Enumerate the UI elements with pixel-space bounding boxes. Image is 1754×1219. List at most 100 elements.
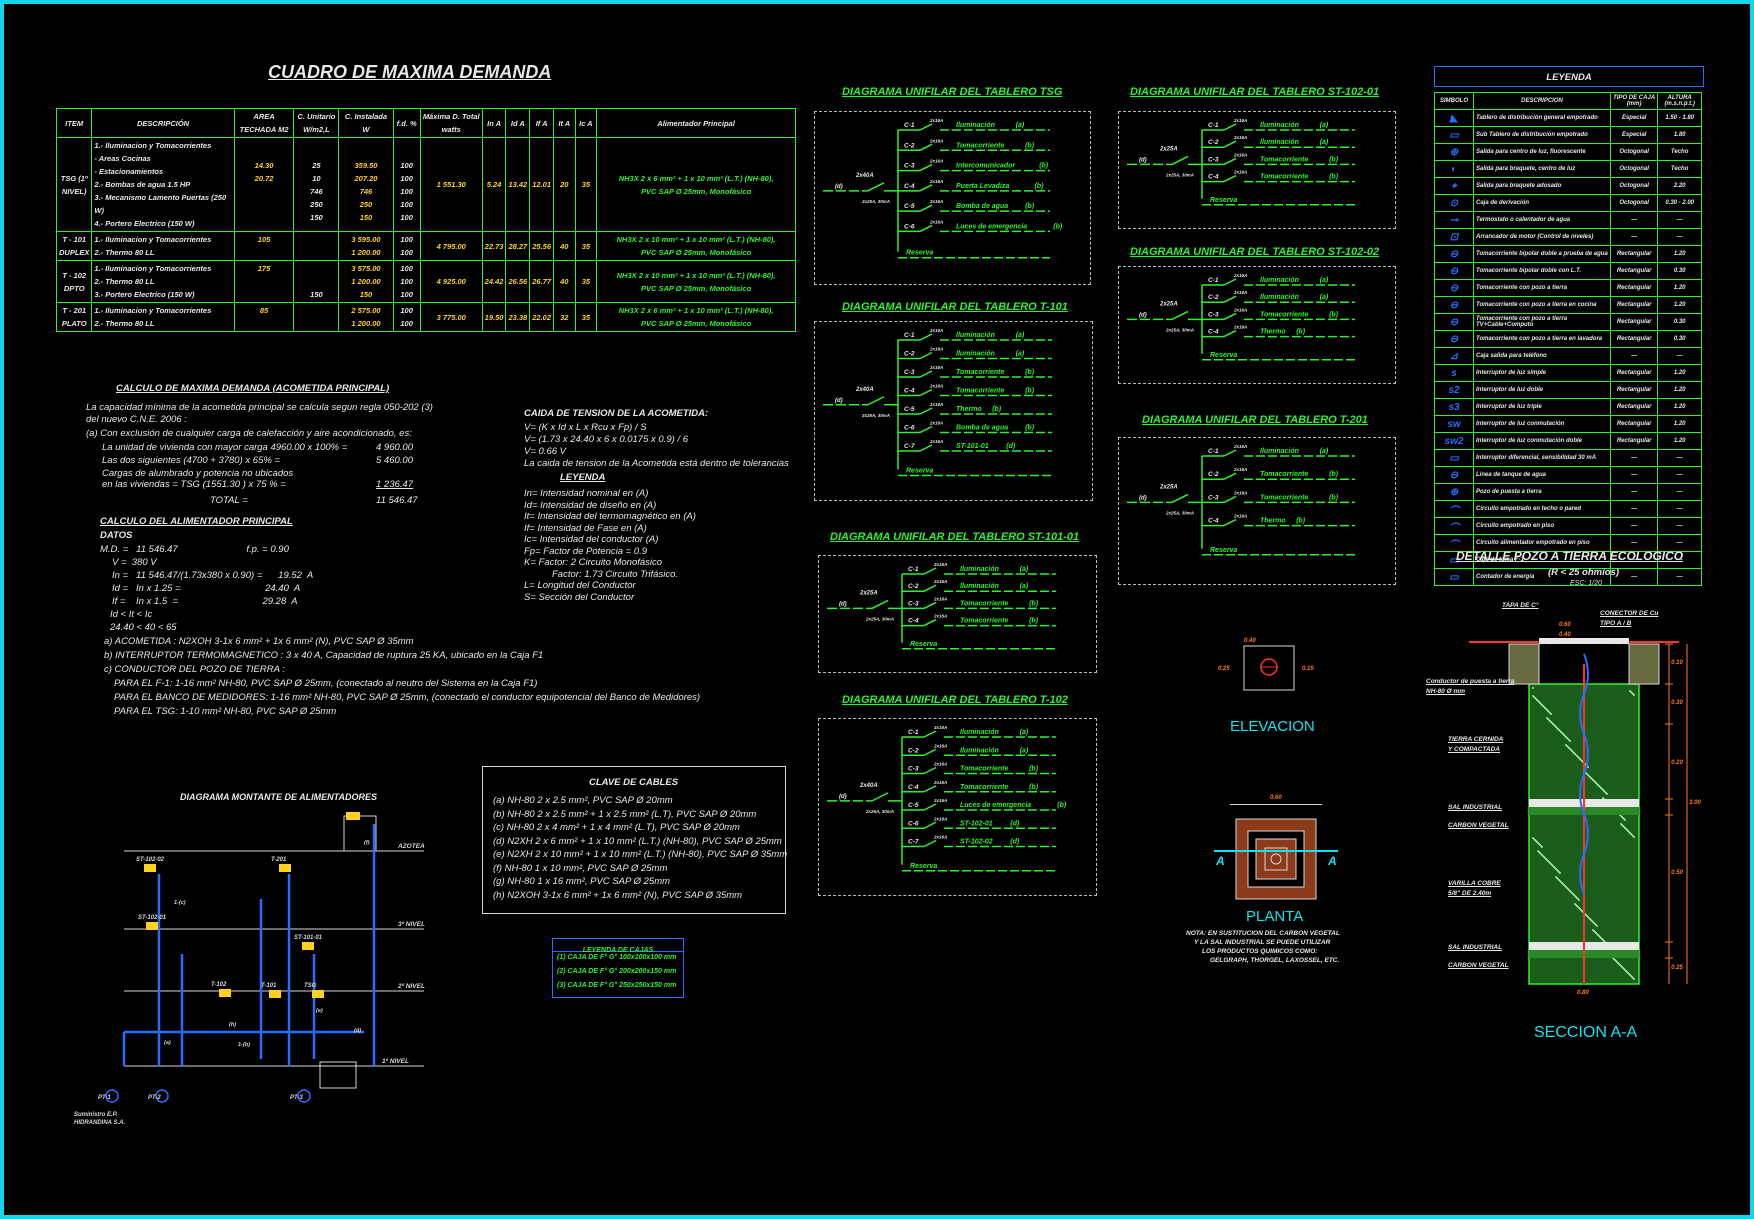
demand-header-cell: Máxima D. Total watts: [419, 108, 483, 138]
demand-area-line: [237, 211, 292, 224]
sld-breaker-label: 2x16A: [1233, 273, 1247, 278]
sld-circuit-id: C-3: [1208, 311, 1219, 318]
demand-area-line: [237, 317, 292, 330]
legend-box-cell: —: [1609, 228, 1659, 246]
sld-circuit-code: (a): [1320, 122, 1329, 129]
legend-symbol-cell: ⊖: [1434, 296, 1474, 314]
sld-breaker-label: 2x16A: [929, 118, 943, 123]
ground-well-label: CARBON VEGETAL: [1448, 822, 1509, 829]
demand-feeder-line: PVC SAP Ø 25mm, Monofásico: [640, 319, 752, 328]
sld-circuit-code: (d): [1010, 820, 1020, 827]
sld-circuit-name: Iluminación: [960, 747, 999, 754]
demand-desc-line: 1.- Iluminacion y Tomacorrientes: [94, 235, 212, 244]
supplier-label: HIDRANDINA S.A.: [74, 1120, 125, 1126]
datos-line: V = 380 V: [112, 557, 157, 568]
soil-speck: [1532, 837, 1534, 839]
sld-circuit-name: Iluminación: [1260, 448, 1299, 455]
sld-breaker-label: 2x16A: [929, 179, 943, 184]
demand-desc-line: 1.- Iluminacion y Tomacorrientes: [94, 264, 212, 273]
demand-fd-line: 100: [400, 319, 413, 328]
riser-panel: [144, 864, 156, 872]
soil-speck: [1546, 717, 1548, 719]
voltage-drop-line: V= (K x Id x L x Rcu x Fp) / S: [524, 422, 647, 433]
legend-row: ⊕Salida para centro de luz, fluorescente…: [1434, 143, 1702, 161]
demand-header-cell: Id A: [505, 108, 531, 138]
sld-reserve-label: Reserva: [906, 250, 933, 257]
sld-main-breaker-label: 2x25A: [1159, 484, 1178, 490]
legend-box-cell: —: [1609, 568, 1659, 586]
demand-area-cell: 105: [233, 231, 295, 261]
legend-desc-cell: Salida para centro de luz, fluorescente: [1473, 143, 1611, 161]
sld-breaker: [919, 407, 933, 415]
section-frame-right: [1628, 643, 1660, 685]
sld-breaker: [923, 567, 937, 575]
sld-reserve-label: Reserva: [1210, 197, 1237, 204]
legend-desc-cell: Interruptor de luz simple: [1473, 364, 1611, 382]
legend-symbol-cell: s2: [1434, 381, 1474, 399]
sld-drawing: (d)2x25AC-12x16AIluminación(a)C-22x16ATo…: [1127, 444, 1355, 556]
sld-circuit-code: (b): [1329, 174, 1339, 181]
legend-symbol-cell: ⊖: [1434, 330, 1474, 348]
sld-breaker-label: 2x16A: [929, 199, 943, 204]
ground-label: PT-2: [148, 1095, 161, 1101]
ground-well-label: NH-80 Ø mm: [1426, 688, 1466, 695]
legend-desc-cell: Tablero de distribución general empotrad…: [1473, 109, 1611, 127]
riser-code: 1-(c): [174, 900, 186, 906]
legend-header-cell: SIMBOLO: [1434, 92, 1474, 110]
legend-desc-cell: Interruptor de luz conmutación doble: [1473, 432, 1611, 450]
legend-height-cell: —: [1657, 568, 1702, 586]
demand-area-line: 175: [257, 264, 271, 273]
sld-circuit-code: (b): [1029, 784, 1039, 791]
sld-breaker-label: 2x16A: [1233, 514, 1247, 519]
sld-drawing: (d)2x25AC-12x16AIluminación(a)C-22x16AIl…: [827, 562, 1056, 650]
sld-circuit-name: Thermo: [1260, 518, 1286, 525]
demand-feeder-cell: NH3X 2 x 6 mm² + 1 x 10 mm² (L.T.) (NH-8…: [596, 302, 796, 332]
dim-value: 0.60: [1559, 622, 1571, 628]
demand-md-cell: 3 775.00: [419, 302, 483, 332]
demand-fd-line: 100: [400, 248, 413, 257]
voltage-drop-legend-line: L= Longitud del Conductor: [524, 580, 636, 591]
sld-main-breaker: [871, 599, 889, 610]
legend-box-cell: Especial: [1609, 109, 1659, 127]
demand-feeder-line: NH3X 2 x 6 mm² + 1 x 10 mm² (L.T.) (NH-8…: [618, 173, 774, 183]
sld-breaker-label: 2x16A: [929, 402, 943, 407]
riser-panel-label: ST-102-01: [138, 915, 167, 921]
sld-breaker-label: 2x16A: [1233, 325, 1247, 330]
sld-circuit-name: Tomacorriente: [1260, 174, 1308, 181]
calc-line: en las viviendas = TSG (1551.30 ) x 75 %…: [102, 479, 286, 490]
soil-speck: [1565, 744, 1567, 746]
sld-breaker-label: 2x16A: [929, 439, 943, 444]
demand-feeder-line: NH3X 2 x 10 mm² + 1 x 10 mm² (L.T.) (NH-…: [616, 235, 776, 244]
sld-circuit-code: (b): [1029, 766, 1039, 773]
calc-line: TOTAL =: [210, 495, 248, 506]
legend-row: ▭Contador de energía——: [1434, 568, 1702, 586]
legend-height-cell: 0.30: [1657, 313, 1702, 331]
legend-box-cell: —: [1609, 449, 1659, 467]
ground-well-label: Conductor de puesta a tierra: [1426, 678, 1515, 685]
voltage-drop-line: V= 0.66 V: [524, 446, 566, 457]
legend-symbol-cell: s3: [1434, 398, 1474, 416]
legend-box-cell: Rectangular: [1609, 279, 1659, 297]
legend-desc-cell: Interruptor de luz doble: [1473, 381, 1611, 399]
legend-symbol-cell: ⊖: [1434, 245, 1474, 263]
sld-main-breaker: [867, 182, 885, 192]
calc-value: 1 236.47: [376, 479, 413, 490]
sld-circuit-id: C-6: [904, 425, 915, 432]
sld-circuit-id: C-4: [904, 388, 915, 395]
sld-breaker: [923, 803, 937, 811]
soil-speck: [1620, 823, 1622, 825]
riser-panel-label: T-102: [211, 982, 227, 988]
sld-circuit-id: C-1: [908, 729, 919, 736]
legend-symbol-cell: ⊖: [1434, 466, 1474, 484]
demand-feeder-cell: NH3X 2 x 10 mm² + 1 x 10 mm² (L.T.) (NH-…: [596, 231, 796, 261]
ground-conductor: [1579, 653, 1589, 895]
legend-height-cell: —: [1657, 347, 1702, 365]
sld-feed-code: (d): [835, 398, 843, 404]
